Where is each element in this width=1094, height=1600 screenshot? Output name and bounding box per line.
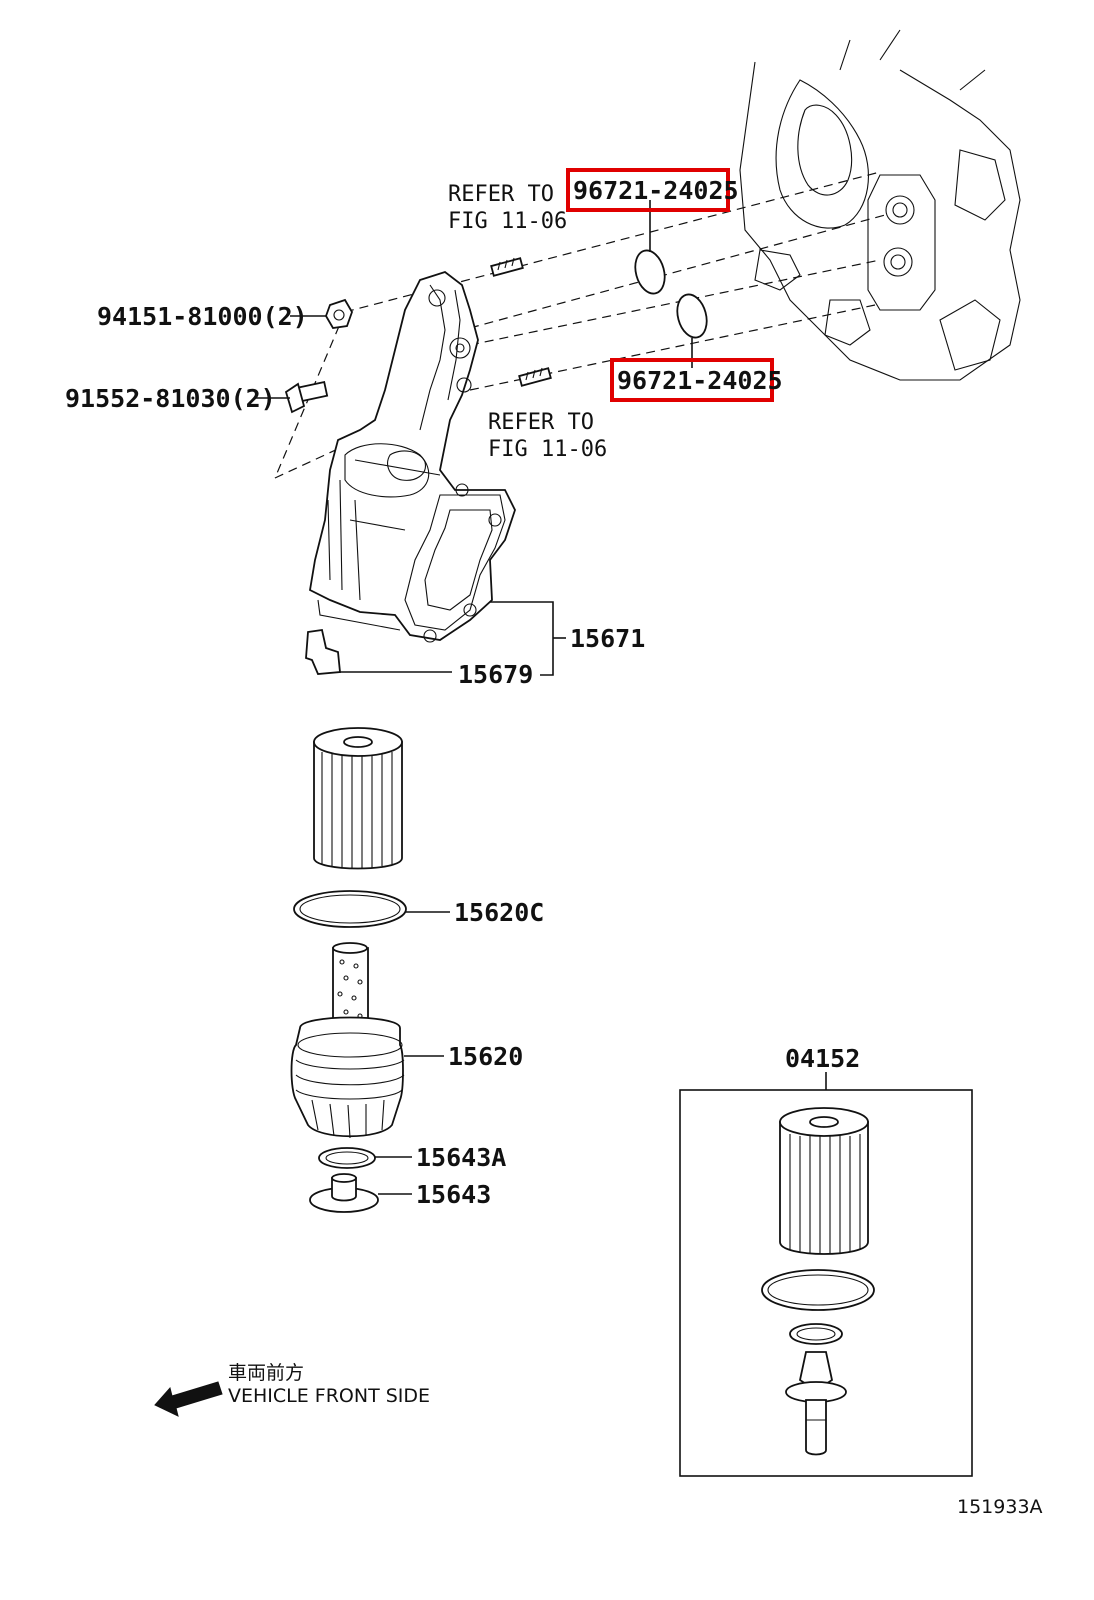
engine-block bbox=[739, 29, 1021, 381]
part-label-oring-upper[interactable]: 96721-24025 bbox=[573, 176, 739, 205]
filter-kit-box bbox=[679, 1089, 973, 1477]
part-label-drain-gasket[interactable]: 15643A bbox=[416, 1143, 506, 1172]
o-ring-upper bbox=[634, 249, 666, 295]
nut-part bbox=[325, 298, 353, 329]
stud-bolt-lower bbox=[518, 367, 552, 387]
drain-gasket-part bbox=[318, 1147, 376, 1169]
part-label-filter-gasket[interactable]: 15620C bbox=[454, 898, 544, 927]
part-label-housing[interactable]: 15671 bbox=[570, 624, 645, 653]
figure-code: 151933A bbox=[957, 1496, 1043, 1518]
clip-part bbox=[305, 628, 341, 675]
front-note-en: VEHICLE FRONT SIDE bbox=[228, 1385, 430, 1407]
refer-note-lower-line1: REFER TO bbox=[488, 410, 594, 435]
stud-bolt-upper bbox=[490, 257, 524, 277]
filter-housing-bracket bbox=[309, 270, 516, 643]
part-label-filter-kit[interactable]: 04152 bbox=[785, 1044, 860, 1073]
refer-note-upper-line1: REFER TO bbox=[448, 182, 554, 207]
filter-cap-part bbox=[290, 942, 405, 1139]
o-ring-lower bbox=[676, 293, 708, 339]
part-label-oring-lower[interactable]: 96721-24025 bbox=[617, 366, 783, 395]
part-label-drain-plug[interactable]: 15643 bbox=[416, 1180, 491, 1209]
part-label-bolt-a[interactable]: 94151-81000(2) bbox=[97, 302, 308, 331]
refer-note-upper-line2: FIG 11-06 bbox=[448, 209, 567, 234]
front-direction-arrow bbox=[154, 1381, 223, 1417]
part-label-filter-cap[interactable]: 15620 bbox=[448, 1042, 523, 1071]
refer-note-lower-line2: FIG 11-06 bbox=[488, 437, 607, 462]
filter-element bbox=[313, 727, 403, 870]
highlight-box-lower bbox=[610, 358, 774, 402]
drain-plug-part bbox=[309, 1173, 379, 1213]
flange-bolt-part bbox=[284, 380, 329, 414]
front-note-jp: 車両前方 bbox=[228, 1362, 304, 1384]
part-label-bolt-b[interactable]: 91552-81030(2) bbox=[65, 384, 276, 413]
leader-lines bbox=[255, 315, 827, 1195]
part-label-clip[interactable]: 15679 bbox=[458, 660, 533, 689]
highlight-box-upper bbox=[566, 168, 730, 212]
filter-gasket-part bbox=[293, 890, 407, 928]
